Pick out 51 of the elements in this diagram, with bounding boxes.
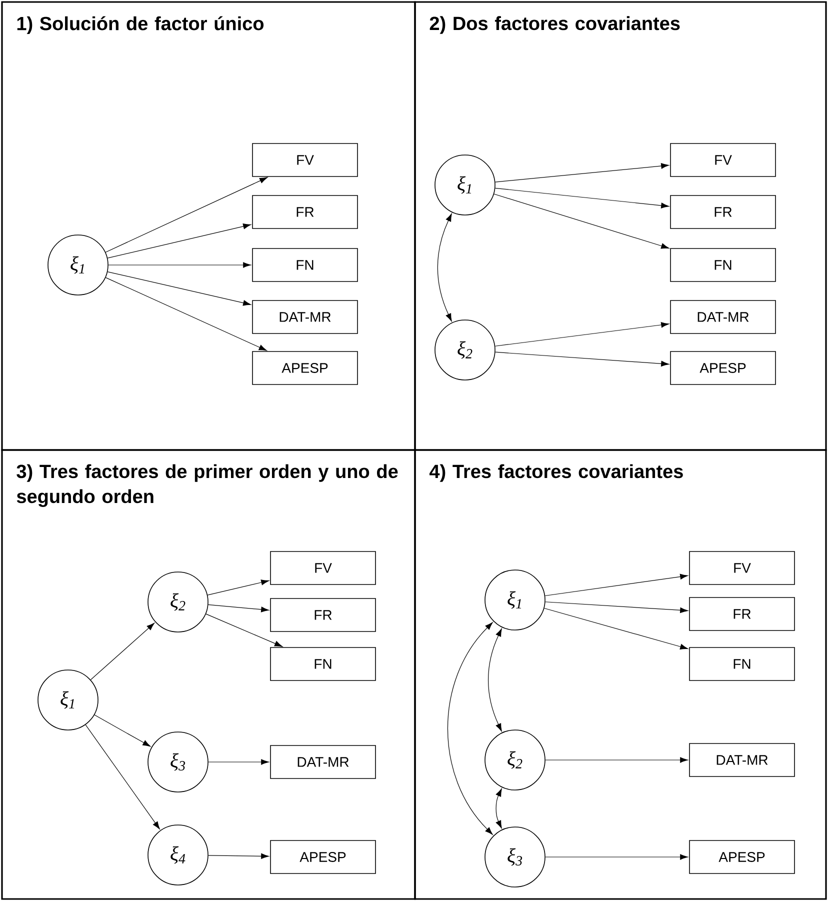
variable-box: FN	[252, 248, 358, 282]
arrow	[85, 724, 160, 830]
arrow	[105, 277, 267, 351]
arrow	[544, 608, 688, 650]
variable-box: FN	[689, 647, 795, 681]
variable-box: FV	[689, 551, 795, 585]
variable-box: FN	[670, 248, 776, 282]
panel-title: 3) Tres factores de primer orden y uno de segundo orden	[16, 464, 398, 507]
arrow	[107, 271, 252, 306]
arrow	[208, 604, 270, 612]
variable-box: FV	[270, 551, 376, 585]
variable-box: FR	[670, 195, 776, 229]
variable-box: FR	[270, 598, 376, 632]
arrow	[488, 628, 502, 732]
variable-box: APESP	[689, 840, 795, 874]
arrow	[107, 224, 252, 258]
arrow	[494, 194, 670, 249]
arrow	[94, 714, 151, 747]
variable-box: FN	[270, 647, 376, 681]
variable-box: FR	[252, 195, 358, 229]
variable-box: FV	[670, 143, 776, 177]
variable-box: DAT-MR	[270, 745, 376, 779]
arrow	[495, 352, 670, 366]
arrow	[208, 853, 270, 859]
variable-box: APESP	[670, 351, 776, 385]
variable-box: DAT-MR	[252, 300, 358, 334]
arrow	[545, 757, 688, 763]
variable-box: APESP	[270, 840, 376, 874]
arrow	[545, 854, 688, 860]
panel-title: 1) Solución de factor único	[17, 16, 264, 34]
variable-box: DAT-MR	[689, 743, 795, 777]
panel-title: 2) Dos factores covariantes	[430, 16, 680, 34]
arrow	[208, 759, 270, 765]
arrow	[207, 580, 270, 596]
arrow	[494, 322, 670, 346]
arrow	[90, 622, 155, 680]
arrow	[544, 574, 688, 596]
arrow	[206, 614, 282, 647]
arrow	[108, 262, 252, 268]
arrow	[437, 214, 452, 322]
arrow	[545, 602, 688, 613]
arrow	[447, 622, 493, 835]
variable-box: FV	[252, 143, 358, 177]
panel-title: 4) Tres factores covariantes	[429, 464, 683, 482]
arrow	[494, 188, 670, 208]
variable-box: APESP	[252, 351, 358, 385]
variable-box: DAT-MR	[670, 300, 776, 334]
arrow	[105, 177, 268, 253]
variable-box: FR	[689, 597, 795, 631]
arrow	[496, 788, 502, 828]
arrow	[494, 163, 670, 182]
